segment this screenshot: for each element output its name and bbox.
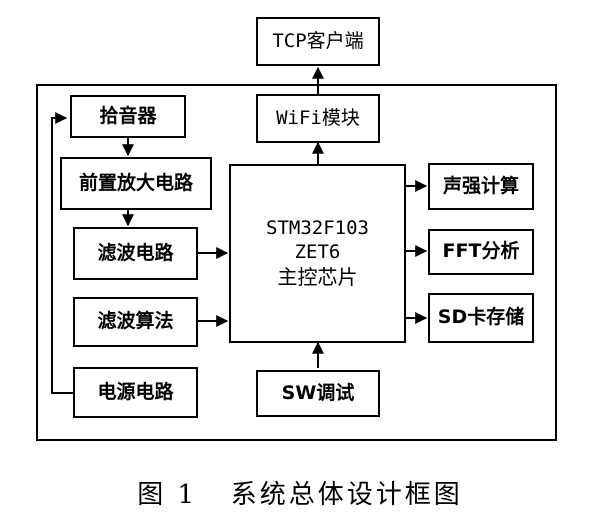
- mcu-role-label: 主控芯片: [277, 264, 358, 289]
- tcp-client-box: TCP客户端: [256, 17, 380, 66]
- preamp-circuit-box: 前置放大电路: [60, 157, 212, 210]
- sw-debug-box: SW调试: [256, 370, 380, 417]
- mcu-model-label: STM32F103: [266, 217, 369, 240]
- pickup-box: 拾音器: [70, 95, 186, 138]
- mcu-variant-label: ZET6: [294, 241, 341, 263]
- intensity-calc-box: 声强计算: [428, 163, 534, 210]
- figure-caption: 图 1 系统总体设计框图: [137, 480, 463, 510]
- filter-circuit-box: 滤波电路: [73, 227, 198, 280]
- filter-algorithm-box: 滤波算法: [73, 297, 198, 347]
- power-feedback-line: [51, 112, 73, 394]
- power-circuit-box: 电源电路: [73, 367, 198, 418]
- system-frame: [36, 84, 557, 441]
- mcu-box: STM32F103 ZET6 主控芯片: [229, 164, 406, 343]
- fft-analysis-box: FFT分析: [428, 229, 534, 275]
- sd-storage-box: SD卡存储: [428, 293, 534, 343]
- wifi-module-box: WiFi模块: [256, 94, 380, 143]
